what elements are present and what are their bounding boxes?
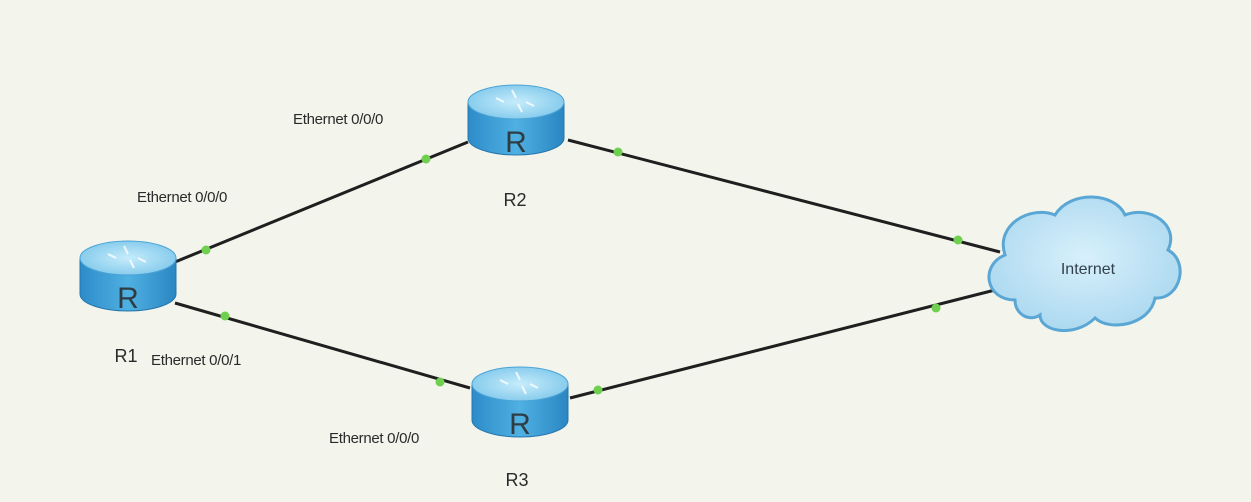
links-layer (174, 138, 1001, 400)
router-r1[interactable]: R (79, 240, 177, 315)
port-dot-r1-e001 (220, 311, 230, 321)
port-markers (201, 147, 963, 395)
router-r3-glyph: R (509, 408, 531, 441)
port-dot-r2-internet (613, 147, 623, 157)
port-label-r1-e000: Ethernet 0/0/0 (137, 189, 227, 206)
link-r1-r3 (174, 301, 471, 390)
port-dot-internet-r3 (931, 303, 941, 313)
port-dot-r3-internet (593, 385, 603, 395)
router-r3[interactable]: R (471, 366, 569, 441)
port-dot-internet-r2 (953, 235, 963, 245)
router-r1-label: R1 (114, 346, 137, 366)
internet-label: Internet (1061, 261, 1116, 278)
internet-cloud[interactable]: Internet (987, 195, 1182, 333)
router-r3-label: R3 (505, 470, 528, 490)
link-r1-r2 (174, 140, 469, 264)
port-label-r2-e000: Ethernet 0/0/0 (293, 111, 383, 128)
port-dot-r1-e000 (201, 245, 211, 255)
router-r1-glyph: R (117, 282, 139, 315)
cloud-icon (987, 195, 1182, 333)
port-label-r3-e000: Ethernet 0/0/0 (329, 430, 419, 447)
link-r3-internet (569, 288, 996, 400)
router-r2[interactable]: R (467, 84, 565, 159)
port-dot-r3-e000 (435, 377, 445, 387)
port-label-r1-e001: Ethernet 0/0/1 (151, 352, 241, 369)
link-r2-internet (567, 138, 1001, 254)
port-dot-r2-e000 (421, 154, 431, 164)
router-r2-glyph: R (505, 126, 527, 159)
router-r2-label: R2 (503, 190, 526, 210)
